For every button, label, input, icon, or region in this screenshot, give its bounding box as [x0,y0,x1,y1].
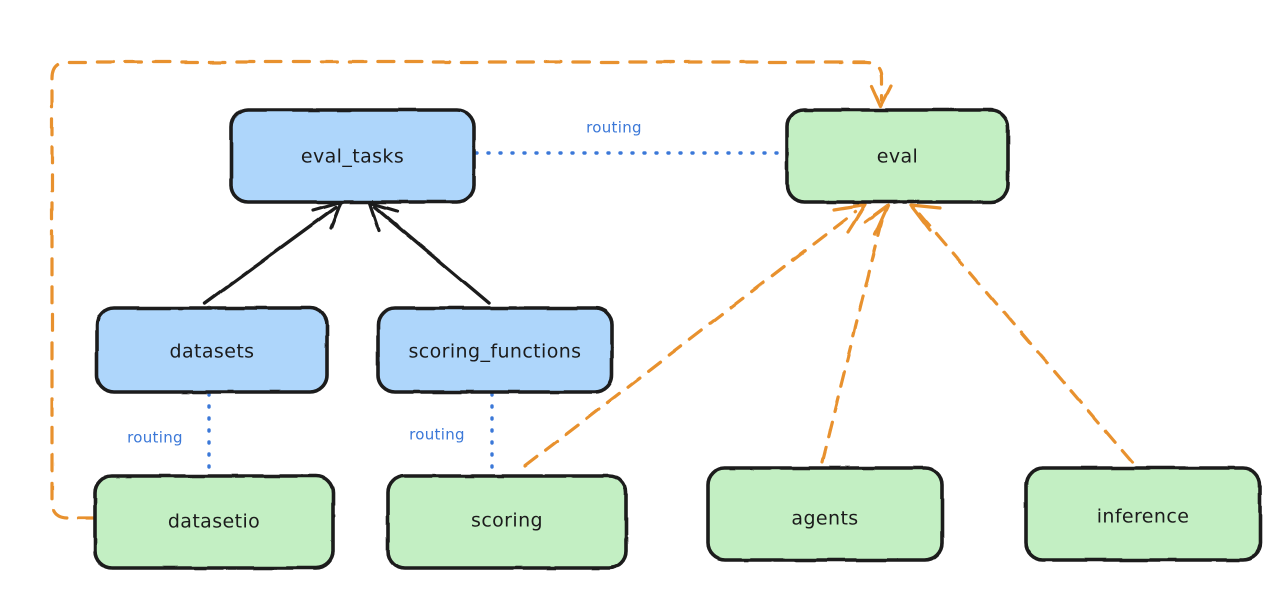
node-datasets-label: datasets [170,341,255,363]
nodes-layer: eval_tasks eval datasets scoring_functio… [93,108,1262,570]
node-eval_tasks[interactable]: eval_tasks [229,108,476,204]
node-agents[interactable]: agents [706,466,944,562]
edge-label-routing-datasets: routing [127,429,183,447]
node-inference[interactable]: inference [1024,466,1262,562]
node-scoring-label: scoring [471,510,543,532]
node-inference-shape[interactable] [1024,466,1262,562]
node-scoring_functions[interactable]: scoring_functions [376,306,614,394]
edge-agents-eval [820,203,890,464]
node-datasets[interactable]: datasets [95,306,329,394]
edge-labels-layer: routing routing routing [127,119,642,447]
node-inference-label: inference [1097,506,1190,528]
edge-inference-eval [909,203,1134,464]
node-agents-label: agents [791,508,858,530]
edges-layer [50,60,1134,520]
node-scoring_functions-label: scoring_functions [409,341,582,363]
node-datasetio-label: datasetio [168,511,260,533]
node-scoring_functions-shape[interactable] [376,306,614,394]
node-eval-shape[interactable] [785,108,1010,204]
node-scoring-shape[interactable] [386,474,628,570]
node-eval[interactable]: eval [785,108,1010,204]
node-eval_tasks-shape[interactable] [229,108,476,204]
edge-datasets-eval_tasks [203,200,343,305]
node-datasetio[interactable]: datasetio [93,474,335,570]
node-scoring[interactable]: scoring [386,474,628,570]
node-eval-label: eval [877,146,918,168]
node-agents-shape[interactable] [706,466,944,562]
node-datasets-shape[interactable] [95,306,329,394]
edge-datasetio-eval [50,60,893,520]
edge-scoring-eval [523,203,867,468]
node-datasetio-shape[interactable] [93,474,335,570]
edge-scoring_functions-eval_tasks [368,201,491,305]
node-eval_tasks-label: eval_tasks [301,146,404,168]
edge-label-routing-eval-tasks: routing [586,119,642,137]
edge-label-routing-scoring-functions: routing [409,426,465,444]
